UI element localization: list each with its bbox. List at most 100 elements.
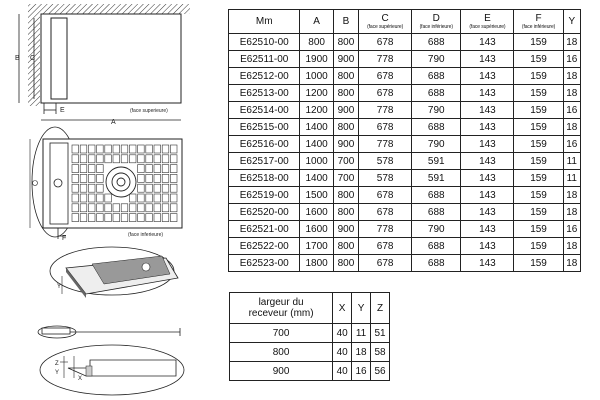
table-cell: 1600 [299,220,334,238]
table-cell: 40 [332,342,353,362]
table-cell: 1000 [299,67,334,85]
table-cell: 800 [332,33,360,51]
grid-cell [137,213,145,222]
table-cell: E62522-00 [227,237,301,255]
table-cell: 900 [332,220,360,238]
grid-cell [71,193,79,203]
column-header: B [332,9,360,34]
table-cell: 18 [562,84,582,102]
grid-cell [137,164,145,173]
table-cell: 1500 [299,186,334,204]
wall-hatch-top [40,4,190,14]
table-cell: 18 [562,237,582,255]
table-cell: E62519-00 [227,186,301,204]
grid-cell [153,174,161,183]
table-cell: 159 [513,220,564,238]
table-cell: 18 [562,118,582,136]
table-cell: E62512-00 [227,67,301,85]
table-cell: 578 [358,169,413,187]
column-header: A [299,9,334,34]
column-header-main: Y [568,15,576,27]
table-cell: 800 [332,186,360,204]
table-cell: 900 [332,50,360,68]
table-cell: 688 [411,118,462,136]
grid-cell [96,203,104,213]
table-cell: 800 [299,33,334,51]
table-cell: 18 [562,203,582,221]
grid-cell [112,154,120,164]
table-cell: 1700 [299,237,334,255]
grid-cell [145,183,153,193]
dim-f-label: F [62,235,66,242]
grid-cell [129,154,137,164]
grid-cell [129,144,137,154]
column-header: Y [562,9,582,34]
table-cell: 900 [332,135,360,153]
grid-cell [161,164,170,173]
table-cell: 678 [358,203,413,221]
grid-cell [96,164,104,173]
table-cell: 700 [332,152,360,170]
edge-detail: Z Y X [39,344,185,396]
table-cell: 778 [358,220,413,238]
grid-cell [120,203,129,213]
grid-cell [129,203,137,213]
grid-cell [79,203,88,213]
grid-cell [145,203,153,213]
table-cell: 159 [513,237,564,255]
grid-cell [71,164,79,173]
table-cell: 1200 [299,84,334,102]
grid-cell [129,193,137,203]
grid-cell [79,183,88,193]
table-cell: 159 [513,67,564,85]
column-header-sub: (face inférieure) [521,23,556,30]
table-cell: E62514-00 [227,101,301,119]
dim-y-label-perspective: Y [57,284,61,290]
table-cell: 143 [460,118,515,136]
table-cell: 678 [358,254,413,272]
grid-cell [137,193,145,203]
column-header-main: Mm [255,15,273,27]
grid-cell [104,144,112,154]
grid-cell [161,203,170,213]
table-cell: 159 [513,33,564,51]
table-cell: 800 [332,84,360,102]
table-cell: 18 [351,342,372,362]
header-x: X [332,292,353,324]
table-cell: 51 [370,323,390,343]
column-header: F(face inférieure) [513,9,564,34]
grid-cell [120,154,129,164]
table-cell: 143 [460,101,515,119]
table-cell: 143 [460,169,515,187]
top-view-drawing: E B C A (face superieure) [15,4,190,126]
grid-cell [153,203,161,213]
table-cell: 900 [228,361,334,381]
grid-cell [170,154,178,164]
column-header-main: D [432,12,440,24]
grid-cell [153,213,161,222]
grid-cell [104,213,112,222]
table-cell: 40 [332,361,353,381]
table-cell: 58 [370,342,390,362]
grid-cell [104,154,112,164]
dim-a-label: A [111,119,116,126]
table-cell: 790 [411,101,462,119]
table-cell: 143 [460,67,515,85]
dim-b-label: B [15,55,20,62]
table-cell: 143 [460,50,515,68]
column-header-main: F [535,12,542,24]
table-cell: 688 [411,33,462,51]
grid-cell [137,203,145,213]
column-header: E(face supérieure) [460,9,515,34]
table-cell: 688 [411,254,462,272]
table-cell: 678 [358,84,413,102]
table-cell: 800 [228,342,334,362]
